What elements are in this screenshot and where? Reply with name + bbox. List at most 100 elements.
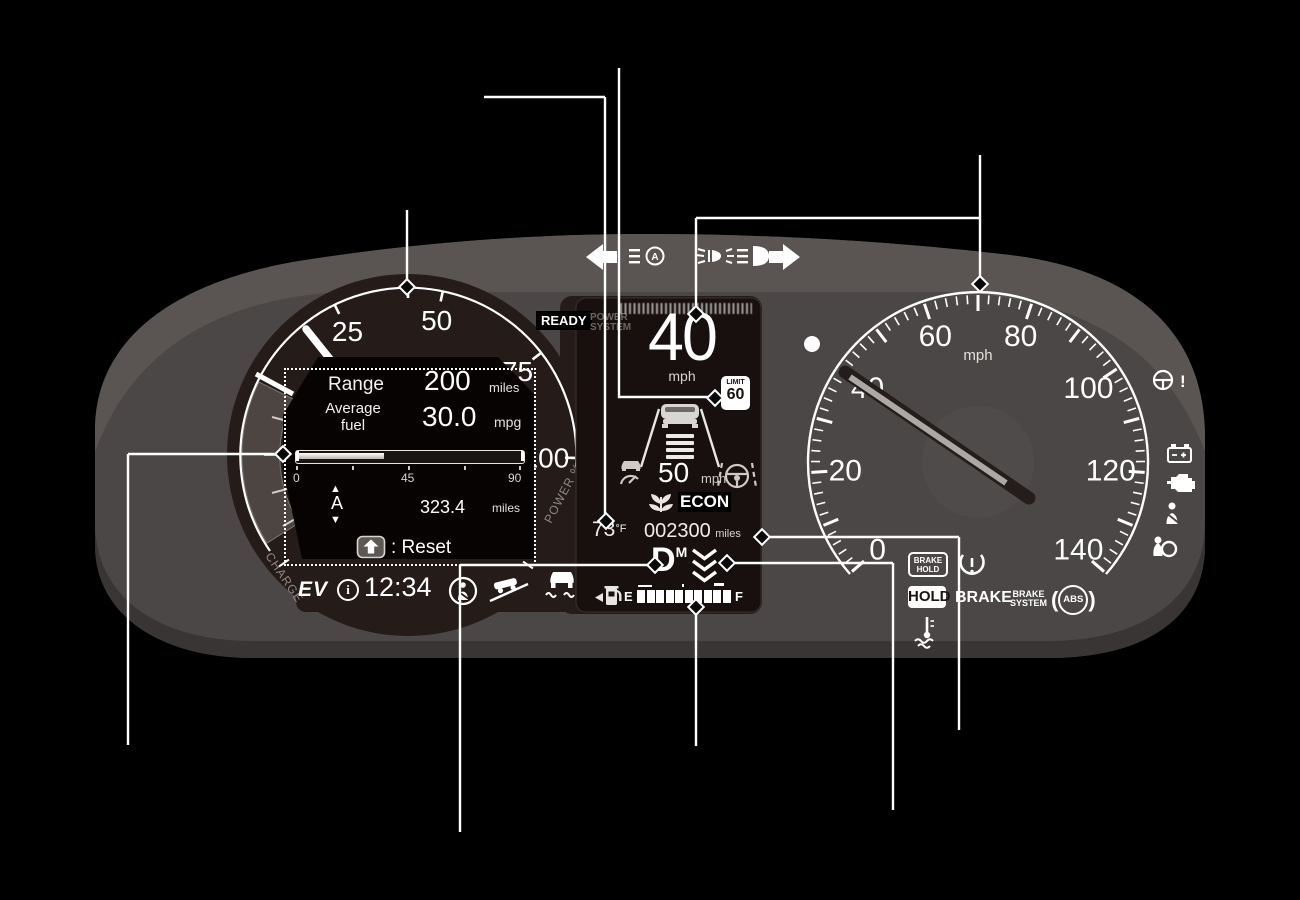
- acc-car-ahead-graphic: [639, 404, 721, 468]
- average-fuel-unit: mpg: [494, 414, 522, 430]
- fuel-segment: [665, 590, 674, 603]
- digital-speed-value: 40: [647, 299, 718, 375]
- acc-distance-bars: [666, 434, 694, 459]
- headlight-icon: [737, 246, 769, 266]
- bar-scale-0: 0: [293, 471, 300, 485]
- hold-indicator: HOLD: [908, 586, 951, 608]
- power-gauge-tick-label: 50: [421, 305, 452, 336]
- battery-charge-icon: [1167, 444, 1192, 463]
- indicator-dot: [804, 336, 820, 352]
- fuel-segment: [722, 590, 731, 603]
- callout-speed-limit: [617, 68, 708, 399]
- fuel-segment: [694, 590, 702, 603]
- hill-assist-icon: [489, 578, 529, 603]
- fuel-segment: [656, 590, 664, 603]
- info-icon[interactable]: i: [337, 579, 359, 601]
- trip-selector-up-arrow[interactable]: ▲: [330, 483, 341, 495]
- speedometer-tick-label: 60: [919, 320, 952, 353]
- fuel-economy-bar: [295, 450, 525, 464]
- speed-limit-value: 60: [726, 386, 745, 403]
- fuel-tick: [638, 585, 652, 587]
- vsa-indicator-icon: [545, 572, 575, 598]
- fuel-full-label: F: [735, 589, 743, 604]
- speedometer-tick-label: 20: [829, 454, 862, 487]
- ready-indicator: READY: [536, 311, 592, 330]
- check-engine-icon: [1167, 474, 1195, 492]
- speed-limit-sign: LIMIT 60: [721, 376, 750, 410]
- downshift-chevrons-icon: [691, 548, 718, 583]
- fuel-segment: [684, 590, 693, 603]
- callout-gear: [458, 563, 649, 832]
- fuel-segment: [637, 590, 645, 603]
- reset-button-icon[interactable]: [356, 535, 386, 559]
- coolant-temp-icon: [914, 617, 934, 649]
- speedometer-needle: [838, 365, 1036, 505]
- svg-text:!: !: [1180, 372, 1186, 391]
- digital-speed-unit: mph: [668, 368, 696, 384]
- speedometer: 020406080100120140 mph: [804, 290, 1150, 575]
- auto-high-beam-icon: A: [629, 246, 665, 266]
- bar-left-cap: [296, 451, 299, 461]
- top-indicator-row: A: [586, 244, 800, 270]
- range-unit: miles: [489, 380, 520, 395]
- bar-tick: [296, 466, 298, 470]
- fuel-tick: [714, 583, 724, 587]
- callout-trip-display: [126, 452, 277, 745]
- fuel-segment: [703, 590, 712, 603]
- speedometer-tick-label: 100: [1063, 372, 1113, 405]
- eps-warning-icon: !: [1152, 369, 1186, 391]
- tpms-warning-icon: [959, 554, 985, 575]
- trip-display-selection-box: [284, 368, 536, 566]
- acc-set-speed: 50: [658, 457, 690, 488]
- fuel-level-segments: [637, 590, 731, 603]
- range-value: 200: [424, 365, 471, 396]
- abs-indicator: ( ABS ): [1051, 585, 1096, 615]
- callout-chevrons: [733, 561, 895, 810]
- bar-scale-90: 90: [508, 471, 522, 485]
- svg-text:A: A: [651, 252, 658, 263]
- odometer: 002300 miles: [644, 520, 741, 542]
- ev-indicator: EV: [298, 578, 329, 601]
- right-turn-signal-icon: [769, 244, 800, 270]
- speedometer-unit: mph: [963, 347, 992, 364]
- trip-value: 323.4: [420, 497, 466, 517]
- fuel-segment: [675, 590, 683, 603]
- average-fuel-value: 30.0: [422, 401, 477, 432]
- display-hatch-band: [620, 303, 752, 314]
- econ-leaf-icon: [649, 494, 673, 512]
- callout-odometer: [768, 535, 961, 730]
- speedometer-tick-label: 140: [1053, 533, 1103, 566]
- fuel-segment: [713, 590, 721, 603]
- callout-speed: [694, 155, 982, 307]
- callout-diamonds: [273, 274, 990, 617]
- airbag-warning-icon: [1153, 536, 1178, 558]
- fuel-segment: [646, 590, 655, 603]
- reset-label: : Reset: [391, 537, 452, 558]
- bar-tick: [352, 466, 354, 470]
- bar-tick: [464, 466, 466, 470]
- fuel-pump-icon: [595, 586, 622, 605]
- left-turn-signal-icon: [586, 244, 617, 270]
- trip-selector-down-arrow[interactable]: ▼: [330, 514, 341, 526]
- bar-right-cap: [521, 451, 524, 461]
- seatbelt-warning-icon: [1164, 502, 1181, 525]
- bar-fill: [297, 453, 384, 459]
- speedometer-tick-label: 0: [869, 533, 886, 566]
- trip-unit: miles: [492, 501, 521, 515]
- bar-scale-45: 45: [401, 471, 415, 485]
- acc-set-speed-unit: mph: [701, 471, 727, 486]
- power-gauge-tick-label: 25: [332, 316, 363, 347]
- fuel-tick: [682, 584, 684, 587]
- right-warning-icons: !: [1152, 369, 1195, 558]
- callout-outside-temp: [484, 95, 607, 514]
- speedometer-tick-label: 120: [1086, 454, 1136, 487]
- econ-indicator: ECON: [678, 492, 732, 512]
- trip-selector-label: A: [331, 493, 344, 513]
- fuel-empty-label: E: [624, 589, 633, 604]
- bar-tick: [519, 466, 521, 470]
